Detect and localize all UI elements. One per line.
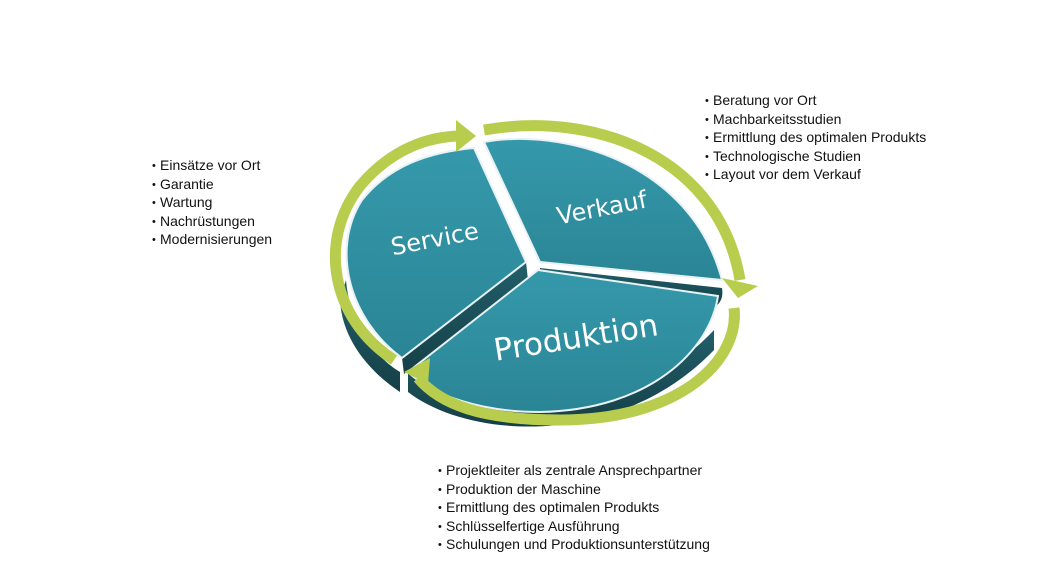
arrow-verkauf-to-produktion [483, 120, 746, 281]
segment-service-face [345, 146, 528, 360]
segment-produktion-side [408, 330, 714, 427]
arrow-service-to-verkauf [329, 130, 463, 365]
list-item: Ermittlung des optimalen Produkts [438, 499, 710, 518]
arrow-produktion-to-service [413, 307, 740, 426]
list-item: Technologische Studien [705, 148, 926, 167]
list-item: Ermittlung des optimalen Produkts [705, 129, 926, 148]
list-item: Produktion der Maschine [438, 481, 710, 500]
cycle-arrows [329, 120, 758, 426]
list-item: Schulungen und Produktionsunterstützung [438, 536, 710, 555]
list-item: Beratung vor Ort [705, 92, 926, 111]
list-item: Garantie [152, 176, 272, 195]
list-item: Machbarkeitsstudien [705, 111, 926, 130]
list-item: Nachrüstungen [152, 213, 272, 232]
arrow-produktion-to-service-head [404, 358, 430, 384]
arrow-service-to-verkauf-head [456, 120, 476, 152]
service-bullet-list: Einsätze vor Ort Garantie Wartung Nachrü… [152, 157, 272, 250]
produktion-bullet-list: Projektleiter als zentrale Ansprechpartn… [438, 462, 710, 555]
list-item: Layout vor dem Verkauf [705, 166, 926, 185]
segment-verkauf-face [482, 137, 724, 282]
list-item: Schlüsselfertige Ausführung [438, 518, 710, 537]
verkauf-bullet-list: Beratung vor Ort Machbarkeitsstudien Erm… [705, 92, 926, 185]
list-item: Modernisierungen [152, 231, 272, 250]
arrow-verkauf-to-produktion-head [722, 278, 758, 298]
segment-service-side-inner [402, 262, 528, 374]
segment-service-side [340, 280, 400, 392]
segment-service [340, 146, 528, 392]
list-item: Einsätze vor Ort [152, 157, 272, 176]
list-item: Wartung [152, 194, 272, 213]
list-item: Projektleiter als zentrale Ansprechpartn… [438, 462, 710, 481]
